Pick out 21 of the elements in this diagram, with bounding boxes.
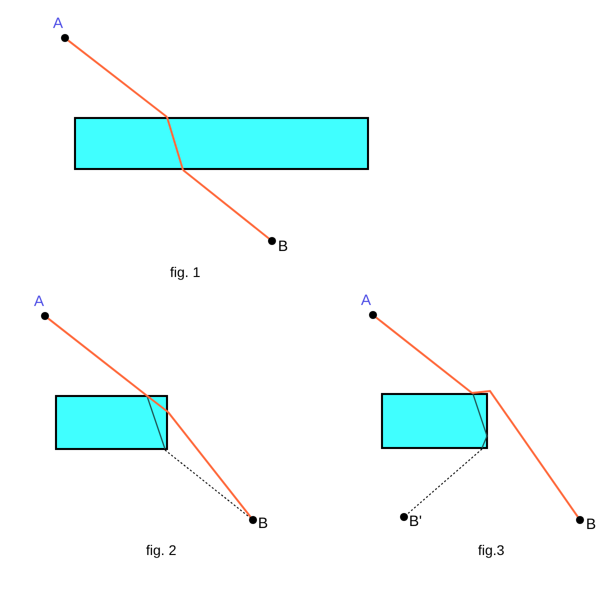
light-path <box>472 390 579 518</box>
figure-caption: fig. 2 <box>146 543 176 557</box>
figure-caption: fig.3 <box>478 543 504 557</box>
point-label: B <box>586 517 596 532</box>
point-label: B <box>278 239 288 254</box>
point-label: A <box>34 294 44 309</box>
light-path <box>182 169 270 240</box>
point-label: A <box>361 293 372 308</box>
rectangle-block <box>381 393 488 449</box>
dotted-line <box>164 450 250 518</box>
light-path <box>167 411 252 518</box>
rectangle-block <box>74 117 369 170</box>
point-label: A <box>53 16 64 31</box>
dotted-line <box>406 448 482 515</box>
figure-caption: fig. 1 <box>170 265 200 279</box>
rectangle-block <box>55 395 168 450</box>
point-label: B' <box>409 514 422 529</box>
light-path <box>48 318 147 396</box>
light-path <box>68 40 168 118</box>
point-label: B <box>258 516 268 531</box>
light-path <box>376 316 473 394</box>
